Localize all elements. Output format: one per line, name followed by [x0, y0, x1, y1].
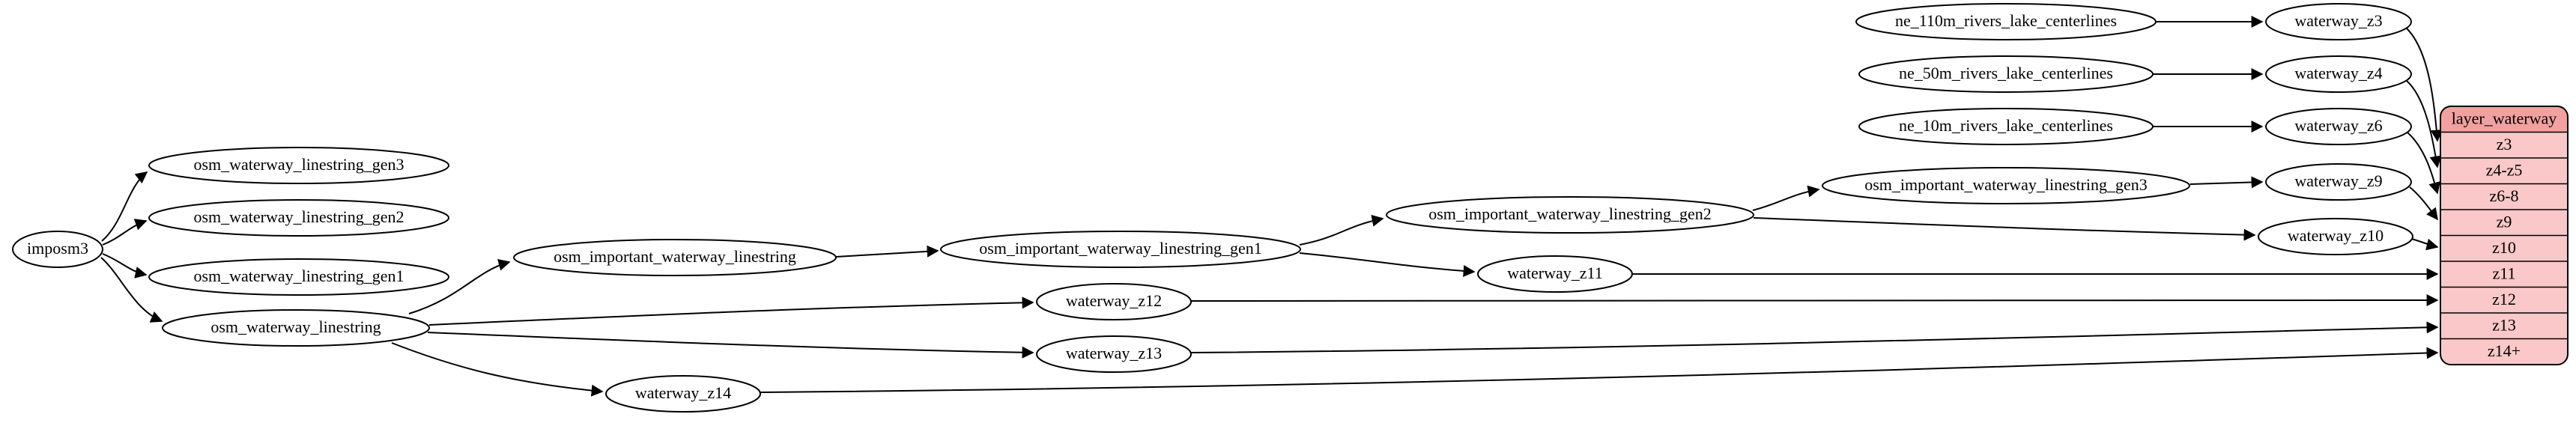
table-row-z3: z3: [2497, 135, 2512, 153]
node-label: osm_important_waterway_linestring_gen3: [1864, 175, 2148, 194]
edge-z6-row-z68: [2407, 132, 2440, 195]
edge-z14-row-z14: [760, 347, 2439, 393]
edge-gen2-gen3: [1752, 185, 1820, 211]
node-waterway_z9: waterway_z9: [2265, 163, 2412, 201]
node-ne_110m_rivers_lake_centerlines: ne_110m_rivers_lake_centerlines: [1855, 3, 2157, 40]
node-osm_waterway_linestring_gen1: osm_waterway_linestring_gen1: [148, 258, 449, 296]
edge-z13-row-z13: [1190, 321, 2439, 353]
table-header-bg: [2440, 106, 2568, 133]
table-title: layer_waterway: [2452, 109, 2557, 128]
node-osm_important_waterway_linestring_gen3: osm_important_waterway_linestring_gen3: [1822, 167, 2190, 204]
node-label: osm_important_waterway_linestring_gen2: [1428, 204, 1712, 223]
table-row-bg: [2440, 338, 2568, 365]
node-label: waterway_z9: [2294, 171, 2382, 190]
node-osm_waterway_linestring_gen2: osm_waterway_linestring_gen2: [148, 199, 449, 237]
node-label: waterway_z3: [2294, 11, 2382, 30]
table-row-bg: [2440, 183, 2568, 210]
table-row-bg: [2440, 313, 2568, 339]
table-row-z12: z12: [2492, 290, 2516, 308]
node-waterway_z4: waterway_z4: [2265, 55, 2412, 93]
node-label: waterway_z6: [2294, 116, 2382, 135]
table-row-z10: z10: [2492, 238, 2516, 257]
node-osm_important_waterway_linestring: osm_important_waterway_linestring: [513, 239, 837, 276]
node-label: osm_waterway_linestring_gen2: [193, 207, 404, 226]
table-row-bg: [2440, 158, 2568, 184]
node-osm_important_waterway_linestring_gen2: osm_important_waterway_linestring_gen2: [1386, 196, 1754, 234]
edge-z10-row-z10: [2410, 238, 2439, 251]
node-ne_50m_rivers_lake_centerlines: ne_50m_rivers_lake_centerlines: [1858, 55, 2154, 93]
table-row-z11: z11: [2493, 264, 2516, 283]
edge-z4-row-z4z5: [2406, 80, 2442, 168]
edge-imposm3-gen1: [102, 253, 148, 279]
edge-linestring-z12: [428, 296, 1034, 326]
table-row-bg: [2440, 287, 2568, 313]
edge-gen3-z9: [2189, 176, 2264, 189]
edge-gen1-gen2: [1299, 214, 1384, 246]
node-label: osm_waterway_linestring_gen1: [193, 267, 404, 285]
node-label: waterway_z10: [2288, 226, 2383, 245]
edge-gen2-z10: [1753, 217, 2256, 241]
edge-z3-row-z3: [2406, 28, 2443, 142]
table-row-bg: [2440, 235, 2568, 261]
node-waterway_z13: waterway_z13: [1036, 335, 1192, 373]
node-label: waterway_z14: [635, 383, 731, 402]
node-waterway_z10: waterway_z10: [2258, 218, 2413, 255]
node-osm_waterway_linestring_gen3: osm_waterway_linestring_gen3: [148, 147, 449, 184]
node-waterway_z6: waterway_z6: [2265, 108, 2412, 145]
edges: [100, 16, 2443, 397]
node-label: osm_important_waterway_linestring: [554, 247, 796, 266]
table-row-z14: z14+: [2488, 341, 2521, 360]
node-label: ne_50m_rivers_lake_centerlines: [1899, 64, 2113, 82]
node-waterway_z12: waterway_z12: [1036, 283, 1192, 320]
node-waterway_z3: waterway_z3: [2265, 3, 2412, 40]
table-row-z4z5: z4-z5: [2486, 161, 2523, 180]
edge-linestring-important: [408, 258, 511, 314]
edge-z12-row-z12: [1190, 294, 2439, 307]
edge-linestring-z13: [427, 332, 1034, 359]
node-waterway_z11: waterway_z11: [1477, 255, 1633, 293]
node-label: waterway_z4: [2294, 64, 2382, 82]
edge-imposm3-gen2: [102, 219, 148, 246]
edge-gen1-z11: [1299, 252, 1476, 277]
edge-z9-row-z9: [2409, 186, 2438, 221]
table-row-z9: z9: [2497, 213, 2512, 231]
edge-important-gen1: [835, 245, 939, 258]
node-label: waterway_z13: [1066, 344, 1162, 362]
node-osm_important_waterway_linestring_gen1: osm_important_waterway_linestring_gen1: [940, 231, 1301, 268]
edge-imposm3-linestring: [100, 257, 163, 323]
edge-imposm3-gen3: [101, 171, 148, 242]
node-label: osm_important_waterway_linestring_gen1: [979, 239, 1262, 258]
edge-linestring-z14: [391, 342, 604, 397]
node-label: imposm3: [27, 239, 88, 258]
node-waterway_z14: waterway_z14: [605, 375, 761, 413]
node-osm_waterway_linestring: osm_waterway_linestring: [162, 309, 430, 347]
table-row-bg: [2440, 210, 2568, 236]
table-row-z68: z6-8: [2489, 186, 2518, 205]
table-row-bg: [2440, 132, 2568, 158]
node-label: ne_10m_rivers_lake_centerlines: [1899, 116, 2113, 135]
node-label: waterway_z12: [1066, 291, 1162, 310]
layer-waterway-table: layer_waterway z3 z4-z5 z6-8 z9 z10 z11 …: [2440, 106, 2569, 365]
table-row-z13: z13: [2492, 316, 2516, 335]
node-label: osm_waterway_linestring: [210, 317, 381, 336]
node-label: ne_110m_rivers_lake_centerlines: [1895, 11, 2117, 30]
node-label: osm_waterway_linestring_gen3: [193, 155, 404, 174]
node-imposm3: imposm3: [12, 231, 103, 268]
node-ne_10m_rivers_lake_centerlines: ne_10m_rivers_lake_centerlines: [1858, 108, 2154, 145]
node-label: waterway_z11: [1507, 264, 1602, 282]
table-row-bg: [2440, 261, 2568, 287]
